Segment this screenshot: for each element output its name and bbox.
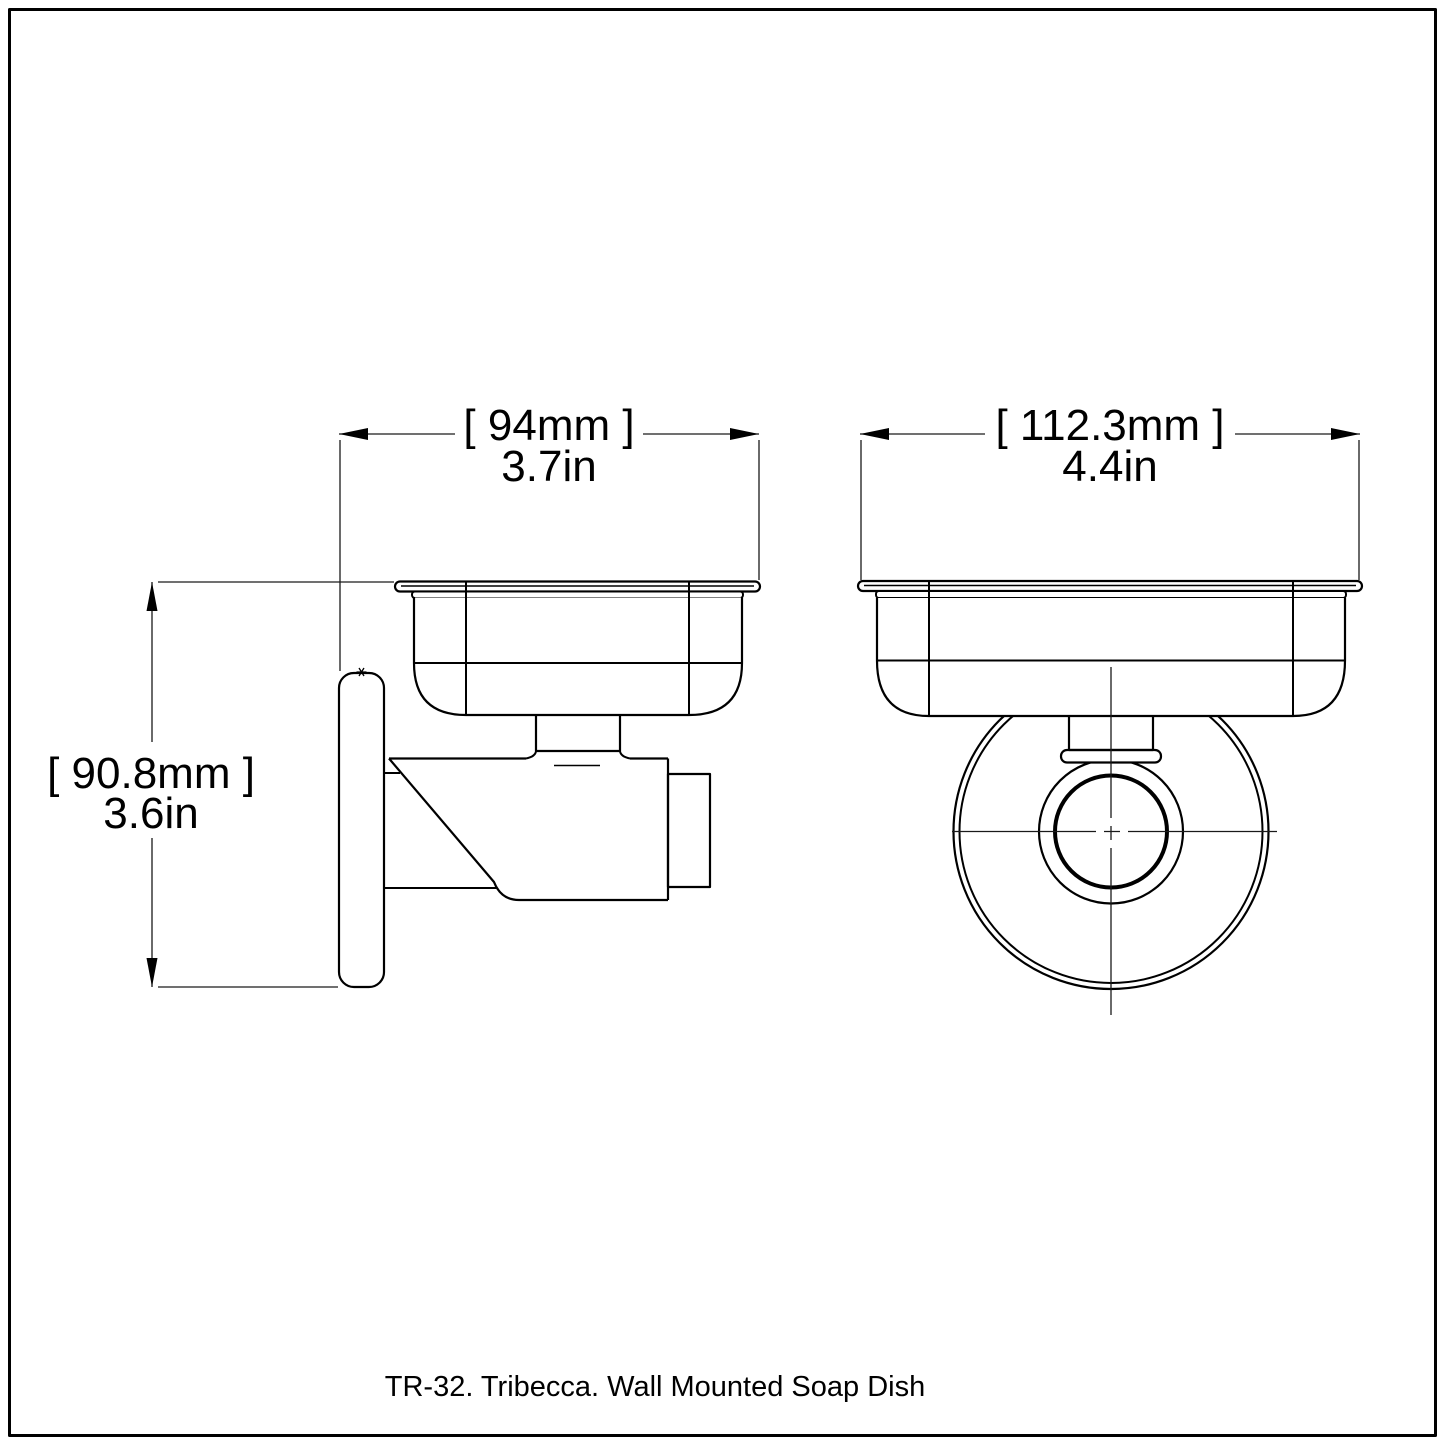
height-dimension: [ 90.8mm ] 3.6in: [47, 581, 394, 988]
bracket-end-cap: [666, 772, 712, 889]
arrowhead-left-icon: [339, 428, 368, 440]
dimension-label-metric: [ 90.8mm ]: [47, 749, 255, 798]
drawing-border: [8, 8, 1437, 1437]
width-dimension: [ 112.3mm ] 4.4in: [860, 401, 1360, 580]
depth-dimension: [ 94mm ] 3.7in: [339, 401, 760, 671]
tray-bowl-outline: [412, 597, 744, 717]
dimension-label-imperial: 4.4in: [1062, 442, 1157, 491]
centerlines: [952, 667, 1277, 1015]
mounting-bracket-side: [384, 715, 712, 902]
bracket-body-fill: [389, 758, 668, 900]
bracket-outline: [388, 757, 670, 902]
soap-dish-tray-side: [393, 580, 762, 717]
dimension-label-imperial: 3.6in: [103, 789, 198, 838]
tray-lip: [875, 590, 1347, 599]
mounting-post: [534, 715, 622, 753]
wall-plate-outline: [337, 671, 386, 989]
side-view: [ 94mm ] 3.7in [ 90.8mm ] 3.6in: [47, 401, 762, 989]
arrowhead-up-icon: [146, 582, 158, 611]
wall-plate-side: [337, 667, 386, 989]
arrowhead-down-icon: [146, 958, 158, 987]
dimension-label-metric: [ 94mm ]: [463, 401, 634, 450]
arrowhead-right-icon: [1331, 428, 1360, 440]
dimension-label-metric: [ 112.3mm ]: [995, 401, 1224, 450]
post-fillets: [525, 750, 631, 760]
tray-inner-wall-lines: [465, 582, 690, 715]
center-mark-star-icon: [356, 667, 367, 677]
dimension-label-imperial: 3.7in: [501, 442, 596, 491]
bracket-back-edges: [384, 772, 497, 889]
tray-inner-wall-lines: [928, 581, 1294, 716]
arrowhead-right-icon: [730, 428, 759, 440]
front-view: [ 112.3mm ] 4.4in: [856, 401, 1364, 1015]
arrowhead-left-icon: [860, 428, 889, 440]
tray-lip: [411, 590, 744, 599]
drawing-caption: TR-32. Tribecca. Wall Mounted Soap Dish: [385, 1371, 925, 1403]
soap-dish-tray-front: [856, 579, 1364, 718]
